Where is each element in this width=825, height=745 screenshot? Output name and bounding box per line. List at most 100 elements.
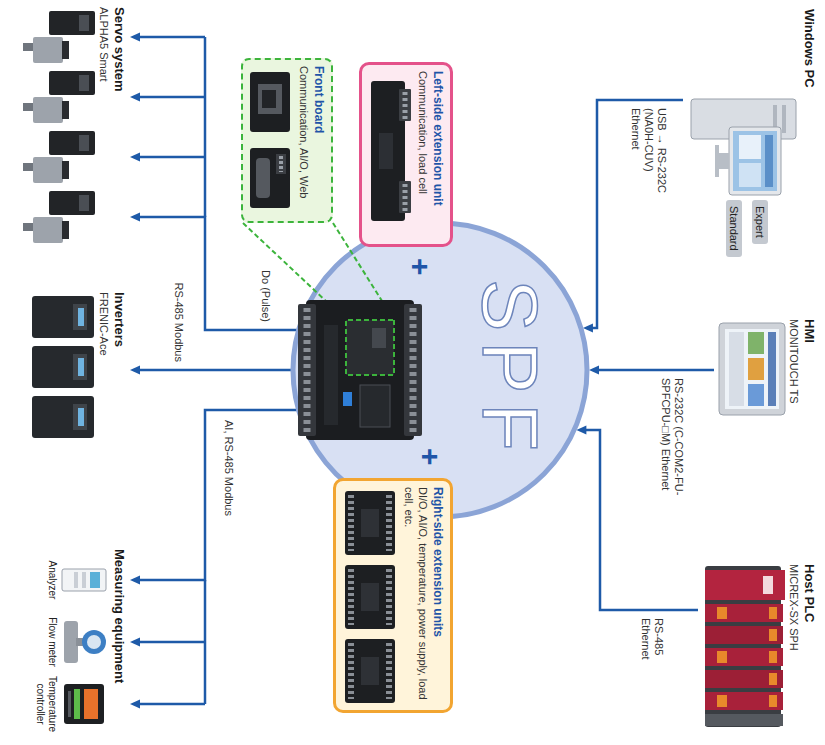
drawing-part (403, 92, 408, 119)
drawing-part (769, 673, 777, 685)
drawing-part (23, 223, 33, 231)
group-title: Measuring equipment (111, 549, 127, 738)
drawing-part (372, 328, 386, 348)
drawing-part (276, 154, 286, 174)
tab-text: Expert (753, 206, 767, 238)
drawing-part (769, 695, 777, 707)
drawing-part (90, 572, 100, 588)
drawing-part (410, 308, 417, 432)
connector (589, 366, 714, 375)
drawing-part (256, 158, 270, 198)
drawing-part (324, 325, 338, 425)
model-name: MONITOUCH TS (787, 319, 801, 426)
branch-line (139, 703, 205, 706)
servo-art (19, 7, 97, 247)
drawing-part (399, 181, 411, 213)
branch-line (139, 96, 205, 99)
connector-line (592, 100, 683, 328)
temperature-controller-art (60, 679, 108, 729)
drawing-part (33, 157, 63, 183)
drawing-part (49, 11, 95, 35)
connection-label: AI, RS-485 Modbus (222, 420, 235, 516)
connection-label: RS-485 Ethernet (639, 618, 665, 676)
drawing-part (765, 135, 773, 187)
drawing-part (748, 384, 764, 406)
group-title: Servo system (111, 7, 127, 249)
drawing-part (763, 576, 773, 594)
connection-label: Do (Pulse) (259, 270, 272, 322)
drawing-part (62, 221, 69, 239)
equipment-caption: Analyzer (46, 549, 58, 611)
arrow-head (130, 366, 140, 375)
drawing-part (386, 569, 392, 625)
connector (583, 100, 683, 333)
device-group: Host PLCMICREX-SX SPH (698, 560, 820, 740)
drawing-part (32, 346, 94, 388)
drawing-part (73, 354, 87, 380)
drawing-part (399, 89, 411, 121)
device-group: Windows PC ExpertStandard (683, 5, 820, 263)
drawing-part (768, 332, 776, 406)
connector (130, 366, 291, 375)
drawing-part (33, 37, 63, 63)
device-group: HMIMONITOUCH TS (714, 315, 820, 430)
drawing-part (361, 509, 379, 537)
drawing-part (386, 495, 392, 551)
drawing-part (782, 105, 786, 133)
analyzer-art (60, 555, 108, 605)
drawing-part (84, 689, 98, 719)
inverter-art (29, 292, 97, 442)
drawing-part (279, 156, 283, 172)
arrow-head (589, 366, 599, 375)
drawing-part (78, 408, 84, 426)
branch-line (139, 156, 205, 159)
drawing-part (404, 304, 422, 436)
tab-button: Expert (752, 200, 768, 244)
group-title: Inverters (111, 292, 127, 449)
drawing-part (23, 163, 33, 171)
box-heading: Right-side extension units (430, 487, 445, 704)
box-description: DI/O, AI/O, temperature, power supply, l… (402, 487, 430, 704)
model-name: FRENIC-Ace (97, 292, 111, 449)
connector (130, 410, 296, 585)
arrow-head (130, 213, 140, 222)
group-title: HMI (801, 319, 817, 426)
front-board-box: Front boardCommunication, AI/O, Web (241, 58, 333, 223)
drawing-part (345, 491, 395, 555)
drawing-part (361, 583, 379, 611)
connector-line (139, 410, 296, 580)
drawing-part (78, 358, 84, 376)
drawing-part (82, 572, 86, 588)
product-name: SPF (468, 220, 552, 520)
left-unit-art (367, 71, 413, 231)
drawing-part (298, 304, 316, 436)
drawing-part (733, 131, 777, 191)
branch-lines (130, 33, 205, 218)
drawing-part (304, 308, 311, 432)
drawing-part (739, 135, 761, 159)
drawing-part (262, 90, 276, 108)
plus-sign: + (405, 258, 435, 276)
equipment-caption: Flow meter (46, 611, 58, 673)
arrow-head (130, 700, 140, 709)
group-title: Windows PC (801, 9, 817, 259)
drawing-part (79, 135, 89, 151)
drawing-part (705, 570, 785, 600)
equipment-row: Analyzer Flow meter Temperature controll… (34, 549, 108, 738)
drawing-part (23, 103, 33, 111)
equipment-item: Analyzer (34, 549, 108, 611)
drawing-part (79, 75, 89, 91)
drawing-part (74, 572, 78, 588)
connection-label: RS-232C (C-COM2-FU-SPFCPU-□M) Ethernet (659, 378, 685, 528)
connector-line (139, 217, 296, 330)
connection-label: RS-485 Modbus (172, 283, 185, 363)
branch-line (139, 36, 205, 39)
drawing-part (32, 396, 94, 438)
arrow-head (130, 33, 140, 42)
drawing-part (68, 691, 71, 717)
drawing-part (62, 569, 106, 591)
drawing-part (343, 392, 352, 406)
drawing-part (719, 323, 785, 415)
device-group: Servo systemALPHA5 Smart (16, 3, 130, 253)
